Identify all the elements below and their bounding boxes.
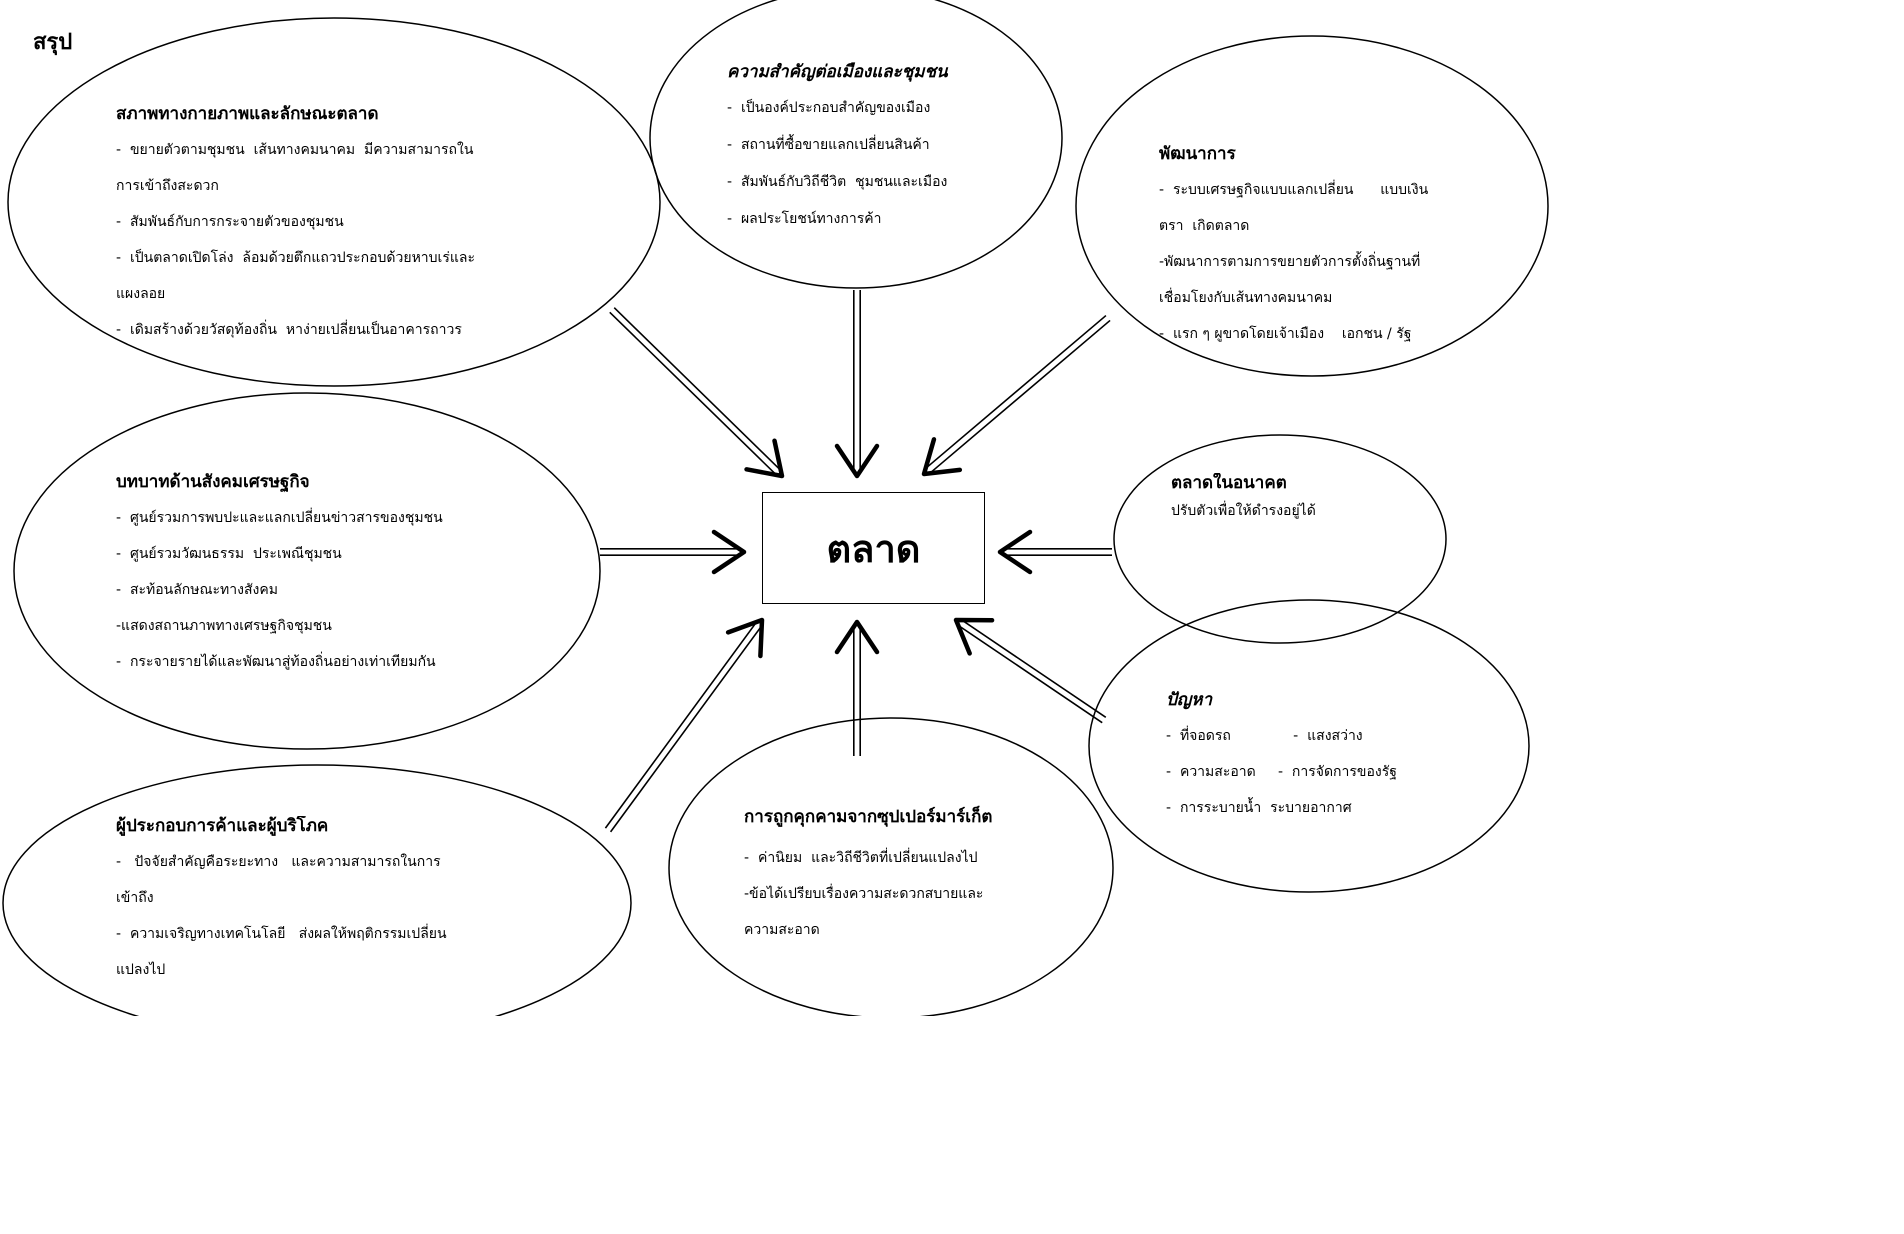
ellipse-future: [1113, 434, 1447, 644]
arrow-head: [744, 438, 785, 479]
node-socioeconomic-line: - ศูนย์รวมวัฒนธรรม ประเพณีชุมชน: [116, 546, 342, 563]
arrow-head: [953, 617, 995, 656]
arrow-shaft-line: [930, 319, 1111, 474]
ellipse-socioeconomic: [13, 392, 601, 750]
ellipse-problems: [1088, 599, 1530, 893]
node-physical-line: การเข้าถึงสะดวก: [116, 178, 219, 195]
node-socioeconomic-line: - กระจายรายได้และพัฒนาสู่ท้องถิ่นอย่างเท…: [116, 654, 436, 671]
arrow-shaft-line: [613, 307, 781, 471]
arrow-shaft-line: [958, 625, 1103, 724]
node-importance-line: - สถานที่ซื้อขายแลกเปลี่ยนสินค้า: [727, 137, 930, 154]
node-problems: ปัญหา - ที่จอดรถ - แสงสว่าง - ความสะอาด …: [1166, 690, 1466, 826]
node-physical-line: - เป็นตลาดเปิดโล่ง ล้อมด้วยตึกแถวประกอบด…: [116, 250, 475, 267]
node-problems-line: - การระบายน้ำ ระบายอากาศ: [1166, 800, 1352, 817]
node-future-title: ตลาดในอนาคต: [1171, 473, 1287, 493]
node-problems-line: - ความสะอาด - การจัดการของรัฐ: [1166, 764, 1397, 781]
arrow-head: [997, 529, 1033, 575]
node-consumers-line: - ความเจริญทางเทคโนโลยี ส่งผลให้พฤติกรรม…: [116, 926, 447, 943]
node-physical: สภาพทางกายภาพและลักษณะตลาด - ขยายตัวตามช…: [116, 104, 586, 348]
node-future: ตลาดในอนาคต ปรับตัวเพื่อให้ดำรงอยู่ได้: [1171, 473, 1411, 521]
node-importance: ความสำคัญต่อเมืองและชุมชน - เป็นองค์ประก…: [727, 62, 1027, 238]
node-development-line: - ระบบเศรษฐกิจแบบแลกเปลี่ยน แบบเงิน: [1159, 182, 1429, 199]
node-socioeconomic-line: -แสดงสถานภาพทางเศรษฐกิจชุมชน: [116, 618, 332, 635]
arrow-from-future: [997, 529, 1112, 575]
node-socioeconomic-line: - ศูนย์รวมการพบปะและแลกเปลี่ยนข่าวสารของ…: [116, 510, 443, 527]
ellipse-consumers: [2, 764, 632, 1016]
arrow-head: [725, 617, 765, 659]
node-threat-line: - ค่านิยม และวิถีชีวิตที่เปลี่ยนแปลงไป: [744, 850, 978, 866]
node-threat-line: -ข้อได้เปรียบเรื่องความสะดวกสบายและ: [744, 886, 984, 902]
node-physical-line: - เดิมสร้างด้วยวัสดุท้องถิ่น หาง่ายเปลี่…: [116, 322, 462, 339]
node-consumers: ผู้ประกอบการค้าและผู้บริโภค - ปัจจัยสำคั…: [116, 816, 546, 988]
arrow-head: [834, 443, 880, 479]
arrow-shaft-line: [962, 620, 1107, 719]
arrow-shaft-line: [609, 311, 777, 475]
node-threat-title: การถูกคุกคามจากซุปเปอร์มาร์เก็ต: [744, 807, 993, 827]
arrow-shaft-line: [604, 622, 757, 829]
node-importance-line: - สัมพันธ์กับวิถีชีวิต ชุมชนและเมือง: [727, 174, 948, 191]
node-development-line: เชื่อมโยงกับเส้นทางคมนาคม: [1159, 290, 1333, 307]
concept-map: สรุป ตลาด สภาพทางกายภาพและลักษณะตลาด - ข…: [2, 0, 1549, 1016]
center-node-label: ตลาด: [826, 526, 921, 571]
node-physical-line: - ขยายตัวตามชุมชน เส้นทางคมนาคม มีความสา…: [116, 142, 474, 159]
arrow-from-development: [921, 314, 1111, 477]
ellipse-threat: [668, 717, 1114, 1016]
ellipse-development: [1075, 35, 1549, 377]
node-consumers-line: - ปัจจัยสำคัญคือระยะทาง และความสามารถในก…: [116, 854, 441, 871]
diagram-canvas: [2, 0, 1549, 1016]
arrow-from-socioeconomic: [600, 529, 747, 575]
node-development-line: ตรา เกิดตลาด: [1159, 218, 1250, 235]
arrow-shaft-line: [609, 626, 762, 833]
node-development-line: - แรก ๆ ผูขาดโดยเจ้าเมือง เอกชน / รัฐ: [1159, 326, 1412, 343]
node-development-line: -พัฒนาการตามการขยายตัวการตั้งถิ่นฐานที่: [1159, 254, 1421, 271]
arrow-from-consumers: [604, 617, 765, 833]
node-consumers-line: แปลงไป: [116, 962, 166, 979]
node-physical-title: สภาพทางกายภาพและลักษณะตลาด: [116, 104, 379, 124]
node-problems-title: ปัญหา: [1166, 690, 1213, 710]
ellipse-physical: [7, 17, 661, 387]
node-threat: การถูกคุกคามจากซุปเปอร์มาร์เก็ต - ค่านิย…: [744, 802, 1084, 974]
arrow-from-physical: [609, 307, 785, 479]
center-node: ตลาด: [762, 492, 985, 604]
arrow-head: [834, 619, 880, 655]
node-importance-title: ความสำคัญต่อเมืองและชุมชน: [727, 62, 948, 82]
arrow-from-importance: [834, 290, 880, 479]
node-consumers-title: ผู้ประกอบการค้าและผู้บริโภค: [116, 816, 329, 836]
node-importance-line: - เป็นองค์ประกอบสำคัญของเมือง: [727, 100, 931, 117]
arrow-from-threat: [834, 619, 880, 756]
node-physical-line: - สัมพันธ์กับการกระจายตัวของชุมชน: [116, 214, 344, 231]
node-consumers-line: เข้าถึง: [116, 890, 154, 907]
node-socioeconomic: บทบาทด้านสังคมเศรษฐกิจ - ศูนย์รวมการพบปะ…: [116, 472, 536, 680]
ellipse-importance: [649, 0, 1063, 289]
node-socioeconomic-title: บทบาทด้านสังคมเศรษฐกิจ: [116, 472, 310, 492]
node-physical-line: แผงลอย: [116, 286, 166, 303]
arrow-from-problems: [953, 617, 1107, 724]
arrow-shaft-line: [925, 314, 1107, 469]
node-socioeconomic-line: - สะท้อนลักษณะทางสังคม: [116, 582, 278, 599]
arrow-head: [921, 437, 963, 477]
page-title: สรุป: [33, 30, 73, 55]
connector-arrows: [600, 290, 1112, 833]
node-problems-line: - ที่จอดรถ - แสงสว่าง: [1166, 728, 1363, 745]
node-development: พัฒนาการ - ระบบเศรษฐกิจแบบแลกเปลี่ยน แบบ…: [1159, 144, 1499, 352]
node-future-line: ปรับตัวเพื่อให้ดำรงอยู่ได้: [1171, 503, 1316, 520]
arrow-head: [711, 529, 747, 575]
node-importance-line: - ผลประโยชน์ทางการค้า: [727, 211, 882, 228]
node-development-title: พัฒนาการ: [1159, 144, 1236, 164]
node-threat-line: ความสะอาด: [744, 922, 820, 938]
